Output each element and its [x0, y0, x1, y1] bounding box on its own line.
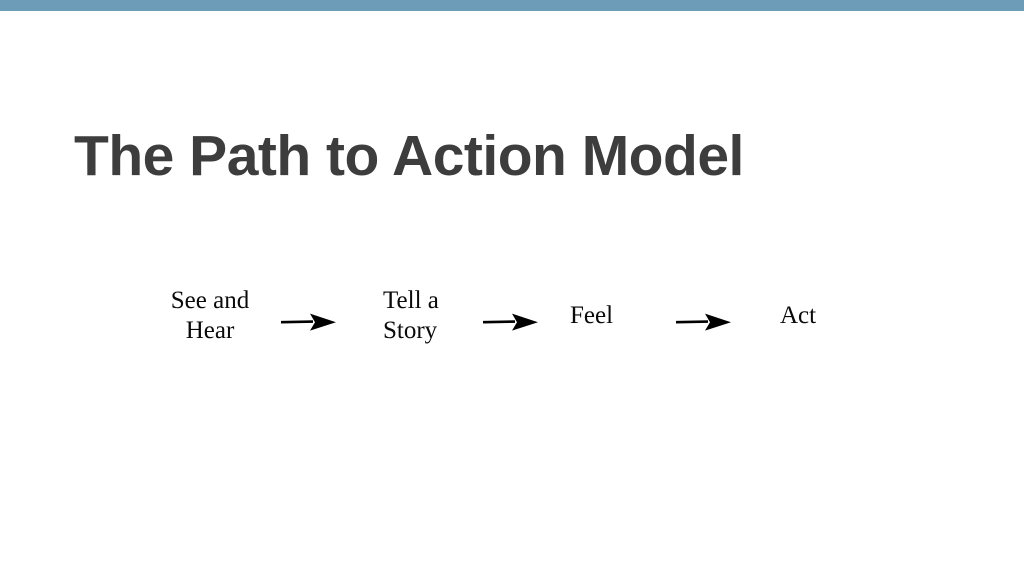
flow-node-feel: Feel — [570, 302, 614, 329]
flow-node-act: Act — [780, 302, 817, 329]
flow-node-see-and-hear: See and Hear — [170, 287, 250, 344]
page-title: The Path to Action Model — [74, 124, 744, 189]
path-to-action-flow-diagram: See and Hear Tell a Story Feel Act — [150, 286, 870, 356]
flow-node-tell-a-story: Tell a Story — [383, 287, 439, 344]
top-accent-bar — [0, 0, 1024, 11]
right-arrow-icon — [280, 312, 340, 332]
right-arrow-icon — [675, 312, 735, 332]
right-arrow-icon — [482, 312, 542, 332]
